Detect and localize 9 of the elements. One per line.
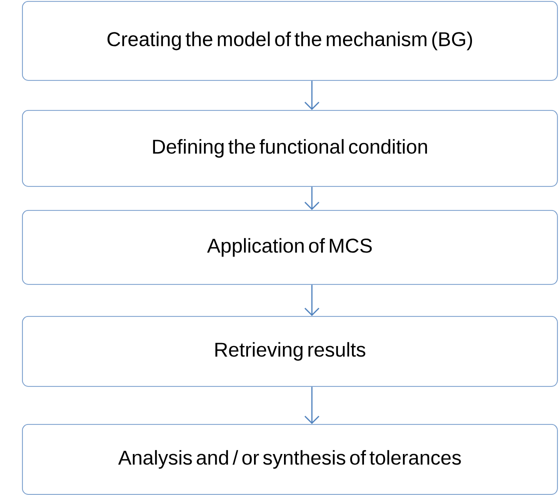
process-box: Analysis and / or synthesis of tolerances <box>22 424 558 495</box>
process-box: Application of MCS <box>22 210 558 285</box>
process-box: Creating the model of the mechanism (BG) <box>22 1 558 81</box>
process-box: Retrieving results <box>22 316 558 387</box>
arrow <box>304 386 320 424</box>
arrow <box>304 80 320 110</box>
arrow <box>304 186 320 210</box>
process-box: Defining the functional condition <box>22 110 558 187</box>
arrow <box>304 284 320 316</box>
